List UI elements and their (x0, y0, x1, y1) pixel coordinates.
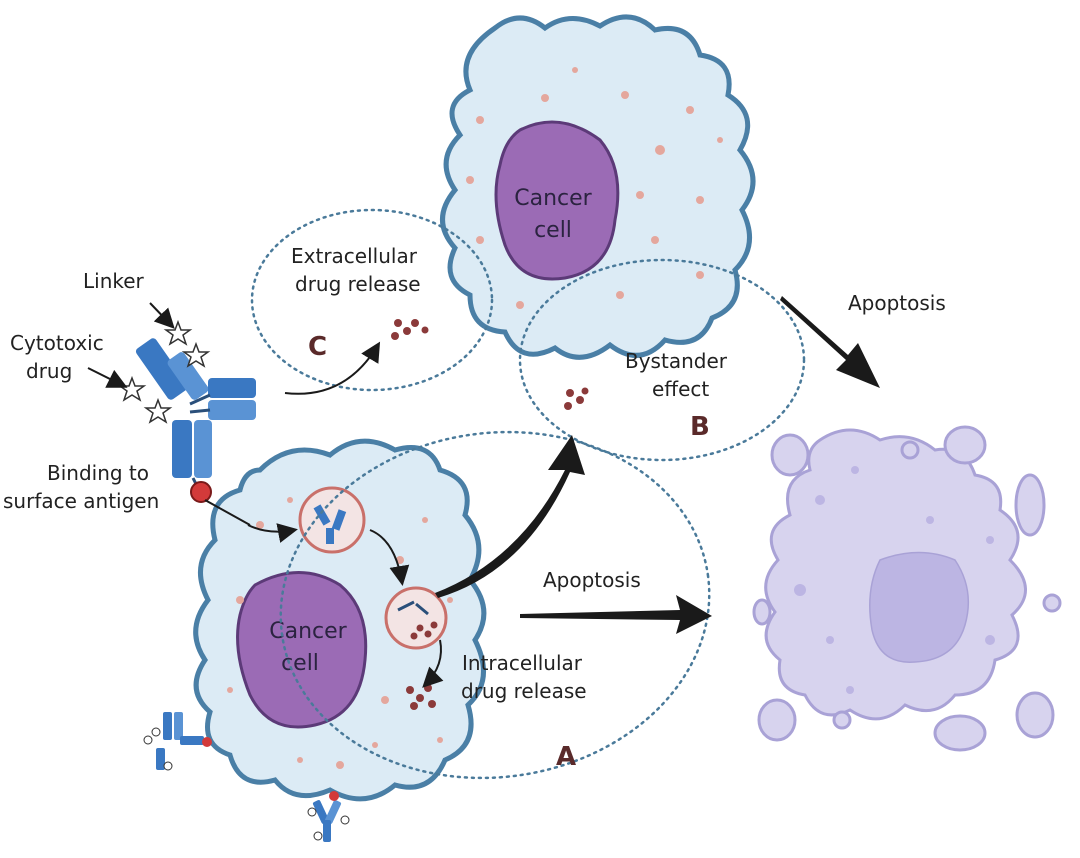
apoptosis-top-label: Apoptosis (848, 291, 946, 315)
cytotoxic-pointer (87, 367, 128, 388)
membrane-adc-bottom (307, 791, 350, 842)
top-cell-granules (466, 67, 723, 309)
bottom-cell-nucleus (236, 571, 368, 729)
bystander-big-arrow (435, 435, 585, 598)
top-cell-label-line2: cell (534, 218, 572, 243)
endosome-with-released-drug (384, 586, 448, 650)
top-cell-nucleus (494, 120, 620, 281)
cytotoxic-label-line1: Cytotoxic (10, 331, 104, 355)
region-b-bystander (518, 258, 806, 462)
bystander-drug-dots (564, 387, 589, 410)
endosome-transfer-arrow (369, 529, 410, 586)
letter-b: B (690, 412, 710, 442)
top-cancer-cell: Cancer cell (440, 14, 756, 360)
apoptotic-nucleus (869, 551, 970, 663)
drug-release-arrow (422, 639, 444, 688)
letter-a: A (556, 742, 576, 772)
dotted-regions (250, 208, 806, 780)
cytotoxic-label-line2: drug (26, 359, 72, 383)
extracellular-label-line2: drug release (295, 272, 421, 296)
linker-pointer (149, 302, 175, 329)
bystander-label-line1: Bystander (625, 349, 728, 373)
apoptosis-mid-arrow (520, 595, 712, 634)
extracellular-drug-dots (391, 319, 429, 340)
binding-label-line2: surface antigen (3, 489, 159, 513)
surface-antigen (190, 481, 251, 526)
region-a-intracellular (279, 430, 711, 780)
apoptosis-mid-label: Apoptosis (543, 568, 641, 592)
intracellular-label-line2: drug release (461, 679, 587, 703)
extracellular-arrow (284, 341, 381, 395)
apoptotic-blebs (752, 425, 1062, 752)
endosome-with-adc (298, 486, 366, 554)
letter-c: C (308, 332, 327, 362)
bystander-label-line2: effect (652, 377, 709, 401)
apoptotic-granules (794, 466, 995, 694)
region-c-extracellular (250, 208, 494, 392)
bottom-cancer-cell: Cancer cell (193, 438, 487, 802)
apoptotic-cell (752, 425, 1062, 752)
linker-label: Linker (83, 269, 145, 293)
apoptosis-top-arrow (780, 296, 880, 388)
top-cell-label-line1: Cancer (514, 186, 592, 211)
binding-label-line1: Binding to (47, 461, 149, 485)
internalization-arrow (247, 523, 298, 543)
extracellular-label-line1: Extracellular (291, 244, 418, 268)
membrane-adc-left (143, 712, 212, 771)
antibody-drug-conjugate (117, 319, 256, 487)
intracellular-label-line1: Intracellular (462, 651, 583, 675)
